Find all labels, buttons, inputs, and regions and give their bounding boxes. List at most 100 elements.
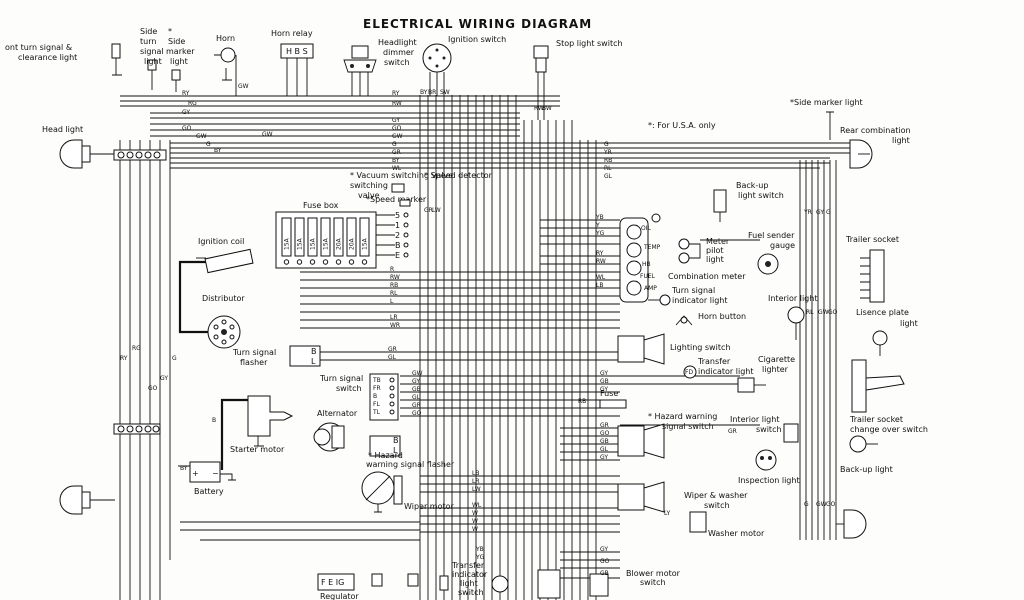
inspection-light-label: Inspection light bbox=[738, 476, 800, 485]
battery-label: Battery bbox=[194, 487, 224, 496]
horn-label: Horn bbox=[216, 34, 235, 43]
svg-text:GW: GW bbox=[238, 83, 249, 90]
svg-text:WL: WL bbox=[596, 274, 606, 281]
svg-text:light: light bbox=[460, 579, 478, 588]
fuse-terminal-dot bbox=[335, 259, 342, 265]
svg-text:* Hazard warning: * Hazard warning bbox=[648, 412, 717, 421]
svg-text:YR: YR bbox=[803, 209, 812, 216]
svg-text:GO: GO bbox=[182, 125, 192, 132]
svg-text:Fuel sender: Fuel sender bbox=[748, 231, 795, 240]
svg-text:RW: RW bbox=[534, 105, 544, 112]
transfer-indicator-light: FD Transfer indicator light bbox=[683, 357, 754, 379]
svg-text:Side: Side bbox=[140, 27, 157, 36]
svg-text:AMP: AMP bbox=[644, 285, 657, 292]
meter-pilot-light: Meter pilot light bbox=[678, 237, 730, 264]
svg-text:GR: GR bbox=[412, 402, 421, 409]
turn-switch-terminal: FR bbox=[373, 385, 381, 392]
svg-text:Trailer socket: Trailer socket bbox=[849, 415, 903, 424]
svg-text:light: light bbox=[892, 136, 910, 145]
blower-motor-switch: Blower motor switch bbox=[537, 569, 681, 599]
head-light-lower bbox=[59, 485, 115, 515]
svg-text:flasher: flasher bbox=[240, 358, 268, 367]
svg-text:GW: GW bbox=[816, 501, 827, 508]
wiper-motor-label: Wiper motor bbox=[404, 502, 455, 511]
fuse-slot bbox=[333, 217, 344, 257]
interior-light-label: Interior light bbox=[768, 294, 817, 303]
svg-text:Wiper & washer: Wiper & washer bbox=[684, 491, 748, 500]
svg-text:switch: switch bbox=[336, 384, 362, 393]
license-plate-light: Lisence plate light bbox=[856, 308, 918, 356]
wire-code-labels: RY RG GY GO GW G BY GW RY RW GY GO GW G … bbox=[120, 83, 838, 577]
svg-text:BY: BY bbox=[180, 465, 188, 472]
svg-text:light: light bbox=[170, 57, 188, 66]
stop-light-switch-label: Stop light switch bbox=[556, 39, 623, 48]
front-turn-signal: ont turn signal & clearance light bbox=[5, 43, 122, 76]
trailer-changeover-switch: Trailer socket change over switch bbox=[849, 359, 928, 434]
hazard-warning-switch: * Hazard warning signal switch bbox=[617, 412, 717, 459]
fuse-terminal-dot bbox=[283, 259, 290, 265]
svg-text:BY: BY bbox=[392, 157, 400, 164]
svg-text:RW: RW bbox=[390, 274, 400, 281]
svg-text:GR: GR bbox=[392, 149, 401, 156]
vacuum-switching-valve: * Vacuum switching valve switching valve… bbox=[350, 171, 493, 207]
battery: + − Battery bbox=[178, 461, 236, 496]
svg-text:GR: GR bbox=[728, 428, 737, 435]
svg-text:W: W bbox=[472, 510, 478, 517]
inline-fuse: Fuse bbox=[599, 389, 627, 409]
fuse-terminal-dot bbox=[361, 259, 368, 265]
lighting-switch: Lighting switch bbox=[617, 333, 730, 365]
combination-meter: OIL TEMP HB FUEL AMP Combination meter bbox=[619, 213, 746, 303]
fuse-terminal-label: B bbox=[395, 241, 401, 250]
fuse-terminal-pin bbox=[403, 232, 409, 238]
svg-text:GO: GO bbox=[412, 410, 422, 417]
turn-switch-pin bbox=[389, 409, 395, 415]
svg-text:light: light bbox=[144, 57, 162, 66]
svg-text:Rear combination: Rear combination bbox=[840, 126, 911, 135]
backup-light: Back-up light bbox=[840, 435, 893, 474]
svg-text:GL: GL bbox=[388, 354, 397, 361]
trailer-socket: Trailer socket bbox=[845, 235, 899, 303]
svg-text:RY: RY bbox=[120, 355, 128, 362]
cigarette-lighter: Cigarette lighter bbox=[737, 355, 795, 393]
svg-text:GO: GO bbox=[148, 385, 158, 392]
front-turn-signal-label: ont turn signal & bbox=[5, 43, 72, 52]
fuse-terminal-pin bbox=[403, 212, 409, 218]
svg-text:Interior light: Interior light bbox=[730, 415, 779, 424]
svg-text:FUEL: FUEL bbox=[640, 273, 656, 280]
turn-signal-flasher: B L Turn signal flasher bbox=[232, 345, 321, 367]
side-marker-rear: *Side marker light bbox=[790, 98, 863, 140]
combination-meter-label: Combination meter bbox=[668, 272, 746, 281]
svg-text:−: − bbox=[212, 469, 219, 478]
clearance-light-label: clearance light bbox=[18, 53, 77, 62]
svg-text:RG: RG bbox=[188, 100, 197, 107]
svg-text:YG: YG bbox=[475, 554, 485, 561]
fuse-slot bbox=[281, 217, 292, 257]
fuse-slot bbox=[307, 217, 318, 257]
diagram-title: ELECTRICAL WIRING DIAGRAM bbox=[363, 17, 592, 31]
svg-text:gauge: gauge bbox=[770, 241, 795, 250]
svg-text:GB: GB bbox=[412, 386, 421, 393]
svg-text:Meter: Meter bbox=[706, 237, 730, 246]
turn-switch-terminal: FL bbox=[373, 401, 380, 408]
fuse-terminal-dot bbox=[309, 259, 316, 265]
svg-text:light: light bbox=[706, 255, 724, 264]
fuse-terminal-label: E bbox=[395, 251, 400, 260]
svg-text:G: G bbox=[804, 501, 809, 508]
regulator-label: Regulator bbox=[320, 592, 359, 600]
svg-text:LB: LB bbox=[472, 470, 479, 477]
fuse-box-label: Fuse box bbox=[303, 201, 339, 210]
svg-text:WR: WR bbox=[390, 322, 400, 329]
horn-button-label: Horn button bbox=[698, 312, 746, 321]
svg-text:GR: GR bbox=[600, 422, 609, 429]
fuse-rating: 20A bbox=[336, 237, 343, 250]
fuse-rating: 15A bbox=[310, 237, 317, 250]
svg-text:Cigarette: Cigarette bbox=[758, 355, 795, 364]
distributor-label: Distributor bbox=[202, 294, 245, 303]
backup-light-label: Back-up light bbox=[840, 465, 893, 474]
svg-text:switch: switch bbox=[704, 501, 730, 510]
svg-text:TEMP: TEMP bbox=[643, 244, 661, 251]
svg-text:GY: GY bbox=[600, 454, 608, 461]
svg-text:switch: switch bbox=[756, 425, 782, 434]
svg-text:WL: WL bbox=[472, 502, 482, 509]
